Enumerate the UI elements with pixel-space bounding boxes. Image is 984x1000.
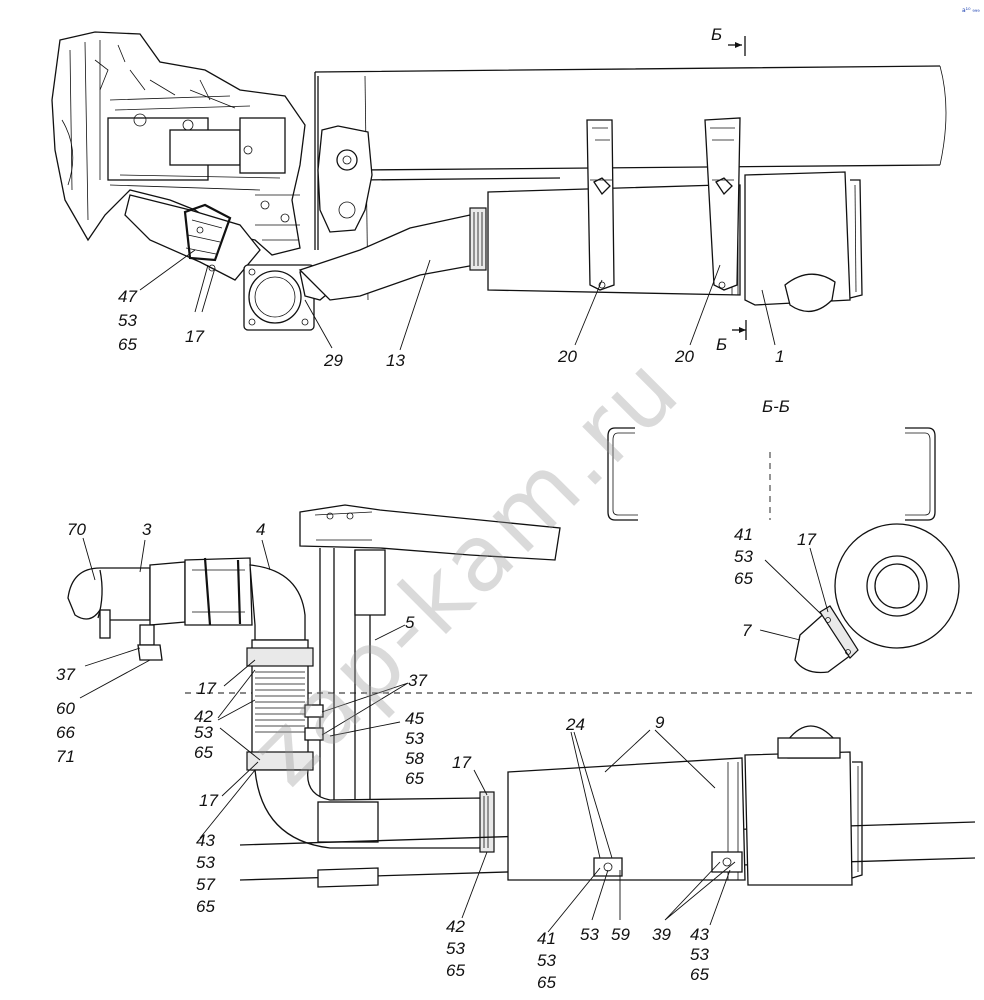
label-53-59: 53: [580, 925, 599, 944]
top-view-labels: 47 53 65 17 29 13 20 20 1: [118, 287, 784, 370]
label-65-mid: 65: [405, 769, 424, 788]
label-53-41: 53: [537, 951, 556, 970]
label-20-right: 20: [674, 347, 694, 366]
label-53-upper: 53: [194, 723, 213, 742]
label-42-upper: 42: [194, 707, 213, 726]
corner-mark: а¹⁰ ₉₉₉: [962, 7, 980, 14]
label-71: 71: [56, 747, 75, 766]
top-view-leaders: [139, 249, 776, 351]
label-65-41: 65: [537, 973, 556, 992]
vertical-support-posts: [319, 548, 386, 830]
section-letter-top: Б: [711, 25, 722, 44]
side-view: 70 3 4 5 37 60 66 71 17 42 53 65 17 43 5…: [56, 504, 976, 992]
side-view-labels: 70 3 4 5 37 60 66 71 17 42 53 65 17 43 5…: [56, 520, 709, 992]
label-17: 17: [185, 327, 204, 346]
label-41: 41: [537, 929, 556, 948]
label-17-pipe: 17: [452, 753, 471, 772]
section-label-41: 41: [734, 525, 753, 544]
section-title: Б-Б: [762, 397, 790, 416]
label-43-right: 43: [690, 925, 709, 944]
section-label-65: 65: [734, 569, 753, 588]
label-47: 47: [118, 287, 137, 306]
label-5: 5: [405, 613, 415, 632]
label-37-left: 37: [56, 665, 75, 684]
label-17-upper: 17: [197, 679, 216, 698]
label-57: 57: [196, 875, 215, 894]
label-39: 39: [652, 925, 671, 944]
section-label-53: 53: [734, 547, 753, 566]
exhaust-pipe-13: [298, 207, 487, 301]
muffler-top: [487, 171, 863, 312]
label-42-lower: 42: [446, 917, 465, 936]
label-65-upper: 65: [194, 743, 213, 762]
label-9: 9: [655, 713, 665, 732]
muffler-clamp-strap: [586, 117, 741, 291]
exhaust-elbow-top: [124, 194, 261, 281]
label-53-right: 53: [690, 945, 709, 964]
label-53-mid: 53: [405, 729, 424, 748]
section-view: Б-Б 41 53 65 17 7: [607, 397, 960, 674]
frame-rail-top: [314, 65, 947, 301]
label-65: 65: [118, 335, 137, 354]
section-mark-bottom: Б: [716, 320, 747, 354]
section-letter-bottom: Б: [716, 335, 727, 354]
cab-support-bracket: [299, 504, 561, 561]
muffler-side: [507, 725, 863, 886]
label-24: 24: [565, 715, 585, 734]
label-20-left: 20: [557, 347, 577, 366]
label-53: 53: [118, 311, 137, 330]
label-65-lower: 65: [446, 961, 465, 980]
label-17-lower: 17: [199, 791, 218, 810]
label-3: 3: [142, 520, 152, 539]
label-29: 29: [323, 351, 343, 370]
label-58: 58: [405, 749, 424, 768]
section-label-7: 7: [742, 621, 752, 640]
label-66: 66: [56, 723, 75, 742]
side-view-leaders: [79, 537, 736, 933]
label-4: 4: [256, 520, 265, 539]
label-1: 1: [775, 347, 784, 366]
engine-block: [51, 31, 306, 256]
label-43-left: 43: [196, 831, 215, 850]
label-65-right: 65: [690, 965, 709, 984]
frame-bracket-top: [317, 125, 373, 233]
label-45: 45: [405, 709, 424, 728]
label-60: 60: [56, 699, 75, 718]
label-65-left: 65: [196, 897, 215, 916]
exhaust-inlet-elbow: [67, 557, 306, 661]
muffler-bottom-clamps: [593, 851, 743, 877]
label-59: 59: [611, 925, 630, 944]
top-view: Б Б 47 53 65 17 29 13: [51, 25, 947, 370]
label-70: 70: [67, 520, 86, 539]
watermark: zap-kam.ru: [230, 334, 701, 805]
flex-bellows: [246, 639, 324, 771]
label-53-left: 53: [196, 853, 215, 872]
label-37-right: 37: [408, 671, 427, 690]
label-13: 13: [386, 351, 405, 370]
section-label-17: 17: [797, 530, 816, 549]
label-53-lower: 53: [446, 939, 465, 958]
section-mark-top: Б: [711, 25, 746, 56]
